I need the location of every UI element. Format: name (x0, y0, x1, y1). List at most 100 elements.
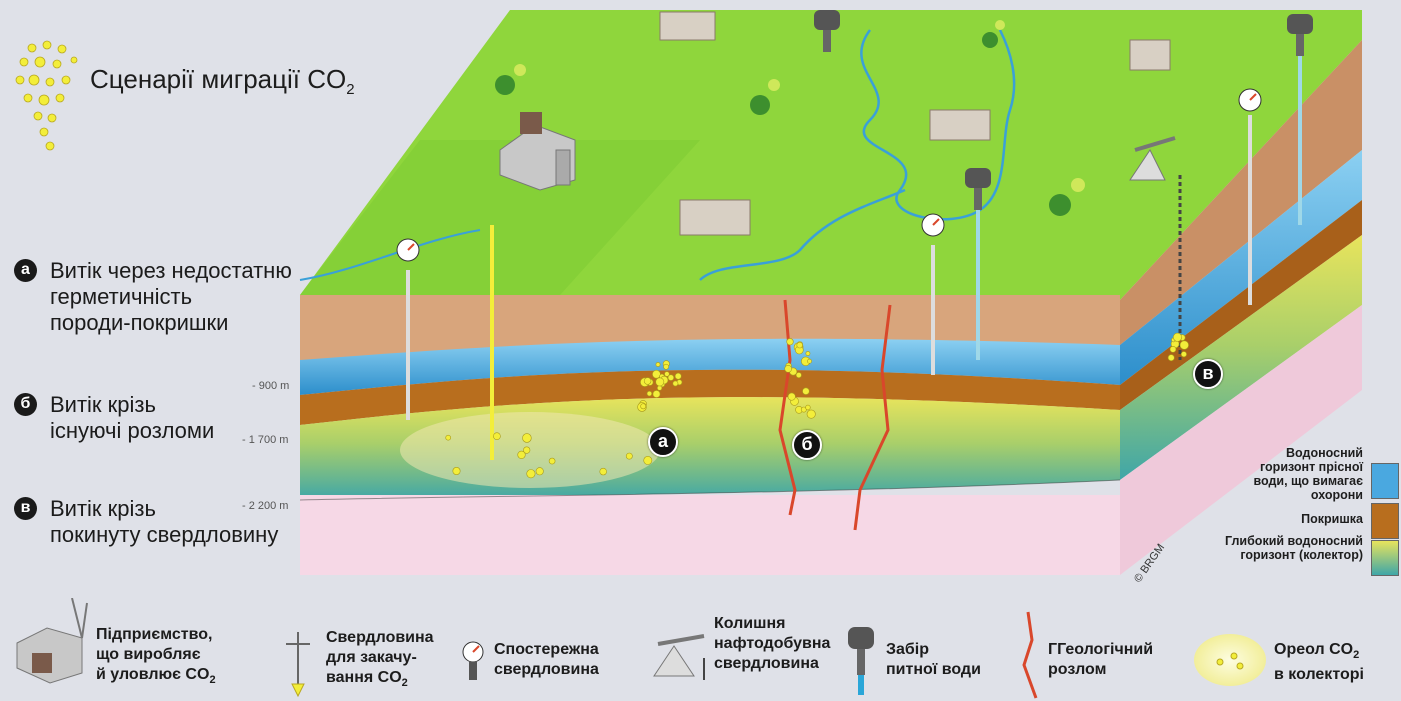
pumpjack-icon (1129, 136, 1176, 181)
legend-line: вання CO (326, 669, 402, 686)
page-title: Сценарії миграції CO2 (90, 64, 355, 99)
co2-bubble (805, 404, 811, 411)
legend-line: Глибокий водоносний (1225, 534, 1363, 548)
scenario-line: герметичність (50, 284, 193, 309)
legend-line: й уловлює CO (96, 666, 210, 683)
tree-icon-4 (982, 20, 1005, 48)
co2-bubble (806, 409, 816, 419)
co2-bubble (802, 387, 810, 395)
legend-deep-aquifer: Глибокий водоносний горизонт (колектор) (1225, 534, 1363, 562)
basement-layer (300, 495, 1120, 575)
co2-bubble (625, 452, 633, 460)
plant-icon (499, 112, 576, 191)
legend-line: горизонт (колектор) (1240, 548, 1363, 562)
scenario-a: а Витік через недостатню герметичність п… (14, 258, 292, 336)
legend-caprock: Покришка (1301, 512, 1363, 526)
leak-bubbles-well (1167, 332, 1189, 362)
depth-label-900: - 900 m (252, 380, 290, 392)
legend-line: Підприємство, (96, 626, 213, 643)
scenario-c: в Витік крізь покинуту свердловину (14, 496, 279, 548)
scenario-badge: б (14, 393, 37, 416)
observation-well-legend-icon (462, 641, 484, 680)
co2-bubble (640, 403, 647, 410)
co2-bubble (535, 467, 544, 476)
legend-line: Забір (886, 641, 930, 658)
swatch-fresh-aquifer (1371, 463, 1399, 499)
injection-well-legend-icon (286, 632, 310, 698)
side-basement (1120, 305, 1362, 575)
legend-water-intake: Забір питної води (886, 640, 981, 680)
legend-line: що виробляє (96, 646, 201, 663)
river (699, 29, 1016, 281)
legend-line: в колекторі (1274, 666, 1364, 684)
legend-observation-well: Спостережна свердловина (494, 640, 599, 680)
legend-line: Спостережна (494, 641, 599, 658)
legend-injection-well: Свердловина для закачу- вання CO2 (326, 629, 434, 690)
co2-bubble (652, 390, 661, 398)
co2-bubble (807, 358, 812, 364)
aquifer-layer (300, 338, 1120, 395)
depth-label-2200: - 2 200 m (242, 500, 289, 512)
water-tower-icon-1 (965, 168, 991, 210)
co2-bubble (646, 390, 653, 397)
village-icon-2 (929, 109, 991, 141)
legend-line: для закачу- (326, 649, 417, 666)
block-marker-a: а (648, 427, 678, 457)
co2-bubble (517, 450, 526, 460)
pipeline (299, 229, 481, 281)
scenario-line: існуючі розломи (50, 418, 215, 443)
co2-bubble (523, 446, 531, 454)
scenario-b: б Витік крізь існуючі розломи (14, 392, 215, 444)
co2-bubble (526, 469, 536, 479)
legend-line: Покришка (1301, 512, 1363, 526)
co2-bubble (1167, 354, 1175, 362)
co2-bubble (663, 363, 669, 370)
co2-bubble (1180, 351, 1187, 358)
co2-bubble (522, 433, 532, 443)
co2-bubbles-icon (15, 40, 78, 151)
co2-bubble (548, 457, 556, 465)
co2-halo-legend-icon (1194, 634, 1266, 686)
co2-bubble (1169, 345, 1177, 353)
scenario-line: Витік крізь (50, 392, 156, 417)
co2-bubble (805, 351, 811, 356)
co2-bubble (445, 434, 452, 441)
legend-line: питної води (886, 661, 981, 678)
co2-bubble (667, 374, 675, 381)
legend-line: Колишня (714, 615, 786, 632)
legend-line: ГГеологічний (1048, 641, 1154, 658)
fault-legend-icon (1022, 611, 1038, 699)
leak-bubbles-caprock (637, 360, 683, 412)
legend-line: нафтодобувна (714, 635, 831, 652)
tree-icon-2 (750, 79, 780, 115)
co2-bubble (787, 392, 796, 401)
caprock-layer (300, 369, 1120, 425)
gauge-icon-3 (1238, 88, 1262, 112)
legend-line: розлом (1048, 661, 1107, 678)
co2-bubble (599, 467, 607, 476)
scenario-badge: а (14, 259, 37, 282)
co2-bubble (643, 377, 652, 385)
co2-bubble (672, 380, 679, 387)
legend-line: Свердловина (326, 629, 434, 646)
co2-bubble (784, 364, 793, 373)
block-marker-b: б (792, 430, 822, 460)
water-tower-icon-3 (814, 10, 840, 52)
scenario-badge: в (14, 497, 37, 520)
village-icon-4 (1129, 39, 1171, 71)
legend-line: води, що вимагає (1253, 474, 1363, 488)
scenario-line: Витік через недостатню (50, 258, 292, 283)
legend-line: Водоносний (1286, 446, 1363, 460)
co2-bubble (655, 362, 661, 367)
plume-bubbles (445, 432, 653, 479)
legend-line: свердловина (494, 661, 599, 678)
scenario-line: покинуту свердловину (50, 522, 279, 547)
co2-bubble (1179, 340, 1189, 350)
co2-bubble (493, 432, 501, 441)
legend-line: горизонт прісної (1260, 460, 1363, 474)
co2-bubble (674, 372, 682, 380)
co2-bubble (655, 377, 665, 387)
co2-bubble (795, 372, 802, 379)
swatch-deep-aquifer (1371, 540, 1399, 576)
village-icon-1 (679, 199, 751, 236)
